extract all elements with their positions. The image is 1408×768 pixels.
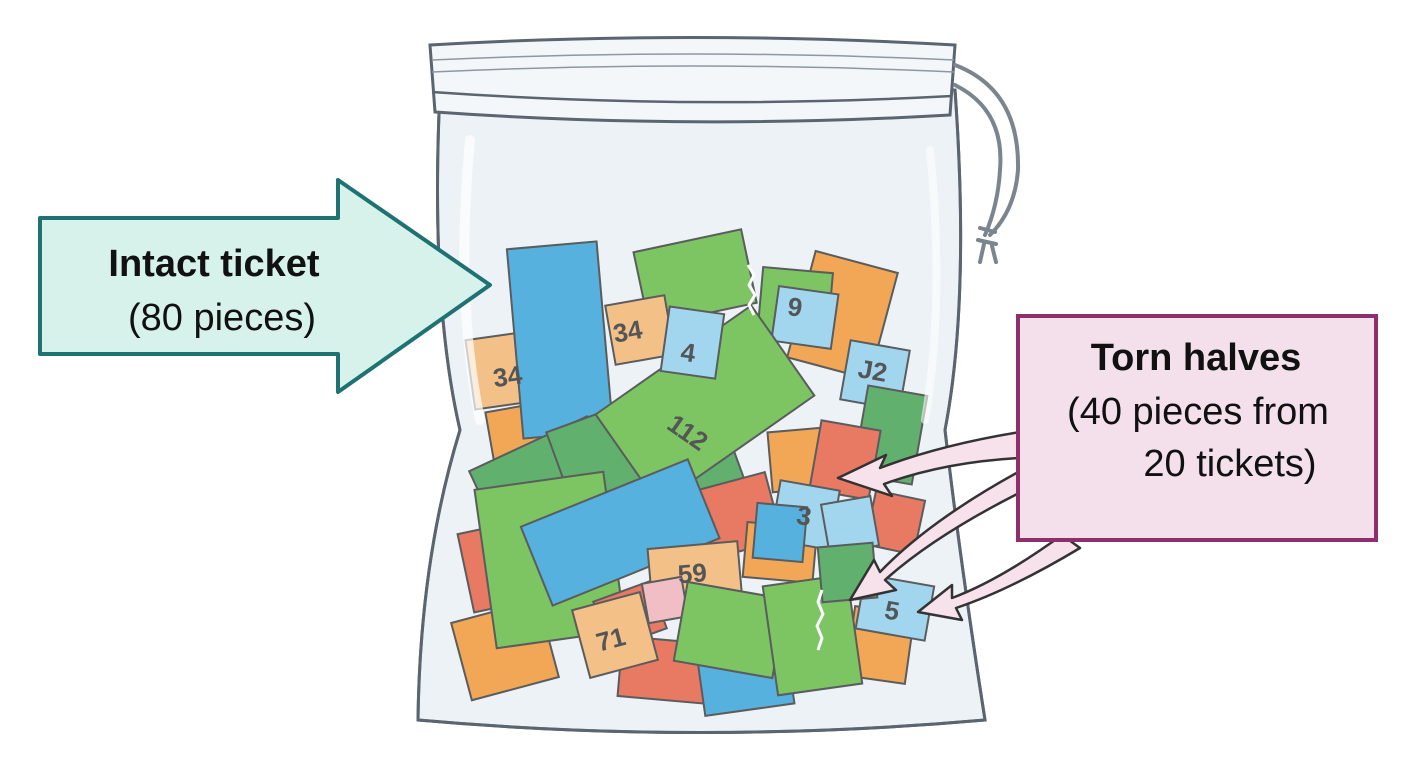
intact-ticket-count: (80 pieces)	[128, 297, 316, 339]
pointer-arrow	[848, 468, 1027, 602]
ticket-number-labels: 34 34 4 9 J2 112 3 59 71 5	[491, 291, 902, 657]
ticket	[770, 284, 840, 351]
ticket-number: 3	[794, 500, 813, 532]
ticket-number: 5	[882, 594, 901, 626]
torn-edge	[746, 264, 757, 316]
bag-hem	[428, 36, 957, 124]
pointer-arrow	[916, 533, 1082, 622]
drawstring	[953, 63, 1021, 237]
ticket-number: 34	[491, 359, 524, 393]
intact-ticket-title: Intact ticket	[108, 243, 320, 285]
ticket-number: 4	[679, 337, 698, 369]
callout-arrow-shape	[38, 178, 492, 394]
intact-ticket-callout: Intact ticket (80 pieces)	[38, 178, 492, 394]
torn-halves-arrows	[836, 430, 1082, 622]
torn-halves-box	[1016, 314, 1378, 542]
ticket	[659, 305, 726, 380]
bag-film	[416, 88, 987, 734]
bag-highlight	[921, 146, 941, 424]
drawstring-knot	[976, 226, 998, 264]
bag-front	[416, 36, 1021, 734]
ticket	[519, 458, 721, 607]
hem-line	[431, 65, 955, 73]
ticket	[751, 501, 809, 564]
torn-edge	[815, 589, 825, 651]
hem-line	[431, 90, 953, 104]
ticket-number: 59	[677, 557, 708, 589]
hem-line	[431, 53, 955, 61]
ticket-number: J2	[856, 353, 890, 388]
ticket-number: 9	[786, 291, 805, 323]
pointer-arrow	[836, 430, 1022, 498]
torn-halves-line1: (40 pieces from	[1067, 391, 1329, 433]
torn-halves-line2: 20 tickets)	[1143, 443, 1316, 485]
torn-halves-title: Torn halves	[1091, 337, 1301, 379]
ticket	[570, 590, 660, 680]
torn-halves-callout: Torn halves (40 pieces from 20 tickets)	[1016, 314, 1378, 542]
ticket-number: 34	[611, 314, 645, 349]
